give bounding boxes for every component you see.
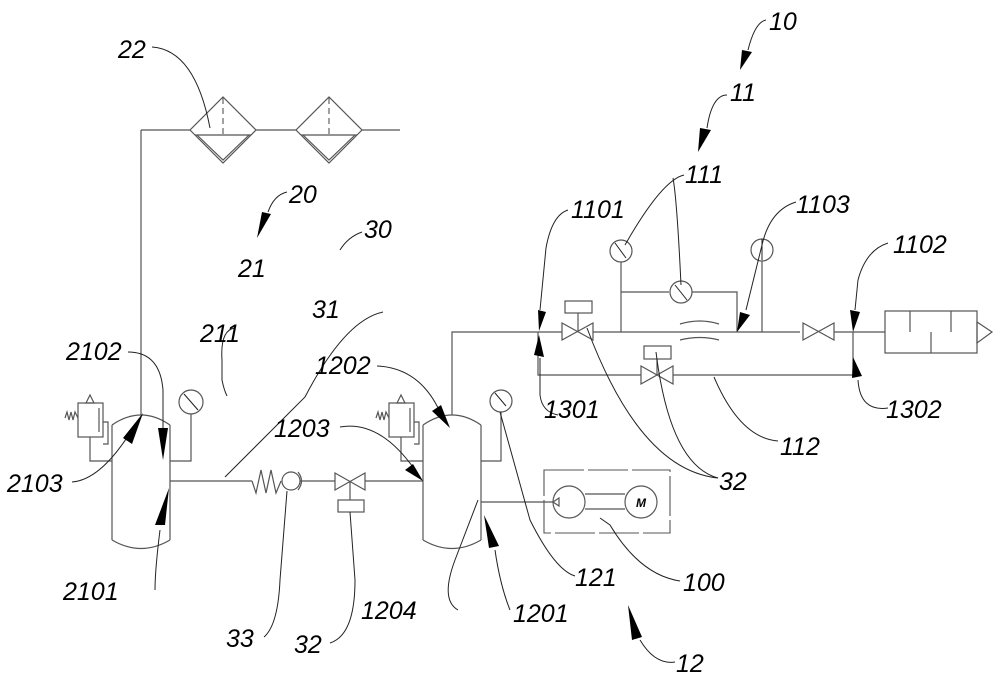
label-1101: 1101 <box>571 196 625 224</box>
label-32-bottom: 32 <box>294 631 322 659</box>
label-100: 100 <box>683 569 725 597</box>
label-21: 21 <box>237 255 266 283</box>
label-1201: 1201 <box>513 600 569 628</box>
label-1302: 1302 <box>886 396 942 424</box>
label-1203: 1203 <box>274 415 330 443</box>
label-1204: 1204 <box>361 597 417 625</box>
label-11: 11 <box>730 79 756 107</box>
label-12: 12 <box>676 650 704 678</box>
right-tank <box>423 415 481 549</box>
label-1202: 1202 <box>315 352 371 380</box>
gauge-111-left <box>610 240 632 332</box>
label-32-right: 32 <box>719 468 747 496</box>
relief-valve-left <box>65 395 112 461</box>
label-10: 10 <box>769 8 797 36</box>
motor-symbol: M <box>636 496 647 510</box>
label-121: 121 <box>575 564 617 592</box>
label-1301: 1301 <box>544 396 600 424</box>
label-1103: 1103 <box>796 191 850 219</box>
label-2101: 2101 <box>62 578 119 606</box>
solenoid-valve-32-bottom <box>335 473 365 512</box>
reference-labels: 22 10 11 111 1101 1103 1102 20 30 21 211… <box>6 8 947 678</box>
gauge-211 <box>170 390 203 461</box>
label-112: 112 <box>780 433 820 461</box>
label-31: 31 <box>312 296 340 324</box>
gauge-121 <box>481 390 512 461</box>
check-valve-33 <box>252 470 302 493</box>
leader-lines <box>72 20 888 662</box>
filter-22-right <box>296 97 362 163</box>
pipe <box>452 332 500 415</box>
solenoid-valve-32-top <box>562 301 593 340</box>
compressor-motor-unit: M <box>544 470 670 533</box>
label-33: 33 <box>226 625 254 653</box>
output-silencer <box>885 311 992 353</box>
gauge-1103 <box>751 239 773 332</box>
label-22: 22 <box>117 36 146 64</box>
filter-22-left <box>190 97 256 163</box>
label-20: 20 <box>288 181 317 209</box>
solenoid-valve-32-bypass <box>641 346 673 384</box>
label-111: 111 <box>685 161 723 189</box>
label-1102: 1102 <box>893 231 947 259</box>
manual-valve <box>803 323 834 340</box>
label-211: 211 <box>199 320 240 348</box>
label-2103: 2103 <box>6 470 63 498</box>
label-30: 30 <box>364 216 392 244</box>
label-2102: 2102 <box>65 338 122 366</box>
orifice-icon <box>680 321 719 324</box>
